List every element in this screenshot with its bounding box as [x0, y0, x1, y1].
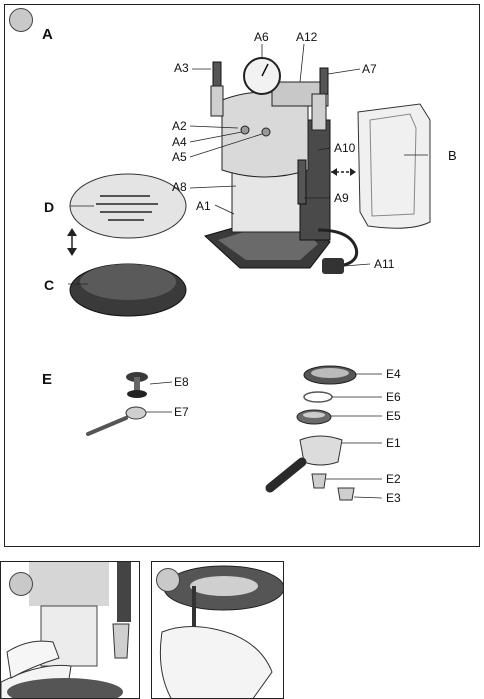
- label-c: C: [44, 277, 55, 293]
- label-a1: A1: [196, 199, 211, 213]
- label-e2: E2: [386, 472, 401, 486]
- section-a-title: A: [42, 26, 53, 43]
- label-a5: A5: [172, 150, 187, 164]
- label-e1: E1: [386, 436, 401, 450]
- label-e6: E6: [386, 390, 401, 404]
- section-e-title: E: [42, 371, 53, 388]
- step-circle-icon: [9, 572, 33, 596]
- label-d: D: [44, 199, 55, 215]
- label-b: B: [448, 148, 457, 163]
- label-a6: A6: [254, 30, 269, 44]
- label-a4: A4: [172, 135, 187, 149]
- left-right-arrow-icon: [331, 168, 356, 176]
- up-down-arrow-icon: [67, 228, 77, 256]
- label-e7: E7: [174, 405, 189, 419]
- label-a8: A8: [172, 180, 187, 194]
- label-e4: E4: [386, 367, 401, 381]
- label-a12: A12: [296, 30, 318, 44]
- label-e5: E5: [386, 409, 401, 423]
- label-e3: E3: [386, 491, 401, 505]
- step-circle-icon: [156, 568, 180, 592]
- label-a9: A9: [334, 191, 349, 205]
- label-a7: A7: [362, 62, 377, 76]
- label-a11: A11: [374, 257, 395, 271]
- label-e8: E8: [174, 375, 189, 389]
- step-2-panel: [151, 561, 284, 699]
- label-a10: A10: [334, 141, 356, 155]
- step-1-panel: [0, 561, 140, 699]
- label-a3: A3: [174, 61, 189, 75]
- diagram-frame: [4, 4, 480, 547]
- label-a2: A2: [172, 119, 187, 133]
- step-circle-icon: [9, 8, 33, 32]
